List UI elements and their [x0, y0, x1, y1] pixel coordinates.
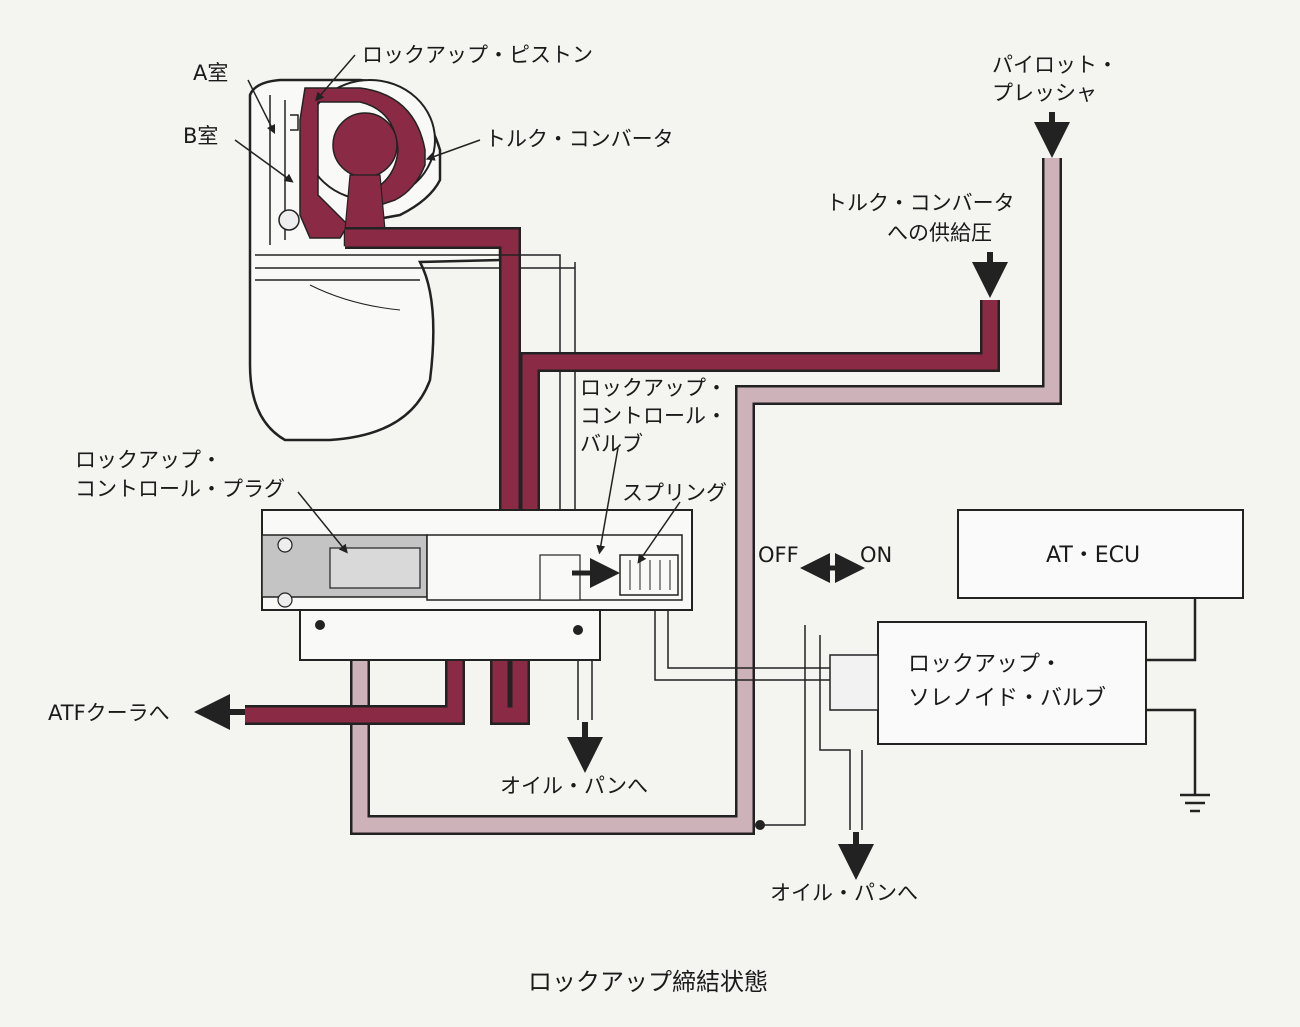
at-ecu-box: [957, 509, 1244, 599]
label-lockup-piston: ロックアップ・ピストン: [362, 43, 593, 67]
spring: [619, 554, 679, 596]
solenoid-box: [877, 621, 1147, 745]
label-oil-pan-2: オイル・パンへ: [770, 881, 919, 905]
label-torque-converter: トルク・コンバータ: [485, 127, 674, 151]
label-tc-supply-2: への供給圧: [887, 221, 992, 245]
valve-body: [261, 509, 765, 830]
label-control-valve-2: コントロール・: [580, 404, 727, 428]
label-tc-supply-1: トルク・コンバータ: [826, 191, 1015, 215]
label-on: ON: [860, 543, 893, 567]
label-pilot-pressure-2: プレッシャ: [992, 81, 1097, 105]
label-off: OFF: [758, 543, 799, 567]
torque-converter: [248, 78, 575, 442]
label-control-valve-3: バルブ: [580, 432, 643, 456]
annotations: [194, 54, 1070, 880]
label-at-ecu: AT・ECU: [1046, 543, 1141, 568]
label-control-valve-1: ロックアップ・: [580, 376, 727, 400]
label-spring: スプリング: [622, 481, 727, 505]
label-chamber-a: A室: [193, 61, 229, 85]
label-solenoid-1: ロックアップ・: [908, 652, 1063, 677]
electrical: [800, 509, 1244, 813]
ground-icon: [1180, 793, 1210, 813]
label-control-plug-1: ロックアップ・: [75, 448, 222, 472]
label-pilot-pressure-1: パイロット・: [992, 53, 1118, 77]
label-chamber-b: B室: [183, 124, 219, 148]
label-atf-cooler: ATFクーラへ: [48, 701, 170, 725]
label-oil-pan-1: オイル・パンへ: [500, 774, 649, 798]
label-solenoid-2: ソレノイド・バルブ: [908, 686, 1107, 711]
label-control-plug-2: コントロール・プラグ: [75, 477, 285, 501]
diagram-caption: ロックアップ締結状態: [528, 968, 768, 996]
